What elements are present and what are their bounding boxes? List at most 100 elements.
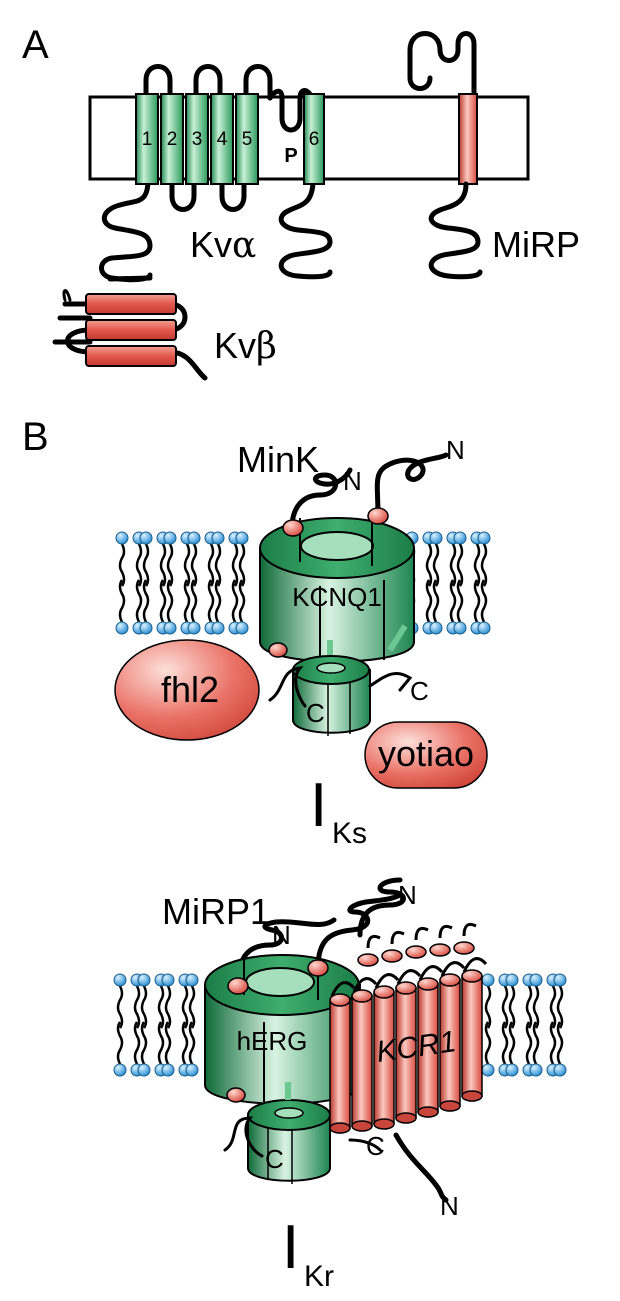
lipid-head — [529, 973, 543, 987]
lipid-tail — [480, 579, 488, 623]
lipid-head — [429, 531, 443, 545]
lipid-tail — [231, 543, 239, 587]
kcr1-helix-cap — [329, 993, 351, 1007]
lipid-tail — [425, 543, 433, 587]
lipid-tail — [549, 985, 557, 1029]
iks-c-terminus-outer: C — [410, 676, 429, 706]
lipid-tail — [207, 543, 215, 587]
lipid-head — [113, 1063, 127, 1077]
kcr1-n-terminus-bottom: N — [440, 1191, 459, 1221]
lipid-tail — [164, 1021, 172, 1065]
segment-3-label: 3 — [192, 129, 203, 150]
lipid-tail — [238, 543, 246, 587]
lipid-tail — [188, 985, 196, 1029]
fhl2-protein — [114, 639, 260, 741]
lipid-head — [235, 531, 249, 545]
lipid-head — [187, 621, 201, 635]
mirp-chain — [407, 31, 483, 280]
ikr-c-terminus-inner: C — [265, 1144, 284, 1174]
lipid-tail — [135, 543, 143, 587]
lipid-tail — [140, 985, 148, 1029]
kcr1-helix-cap — [405, 945, 427, 959]
kcr1-helix-cap — [357, 953, 379, 967]
lipid-tail — [183, 579, 191, 623]
segment-5-label: 5 — [242, 129, 253, 150]
mink-n-terminus-left: N — [343, 466, 362, 496]
ikr-current-label: I — [282, 1213, 299, 1282]
lipid-tail — [142, 579, 150, 623]
lipid-tail — [166, 579, 174, 623]
mink-label: MinK — [237, 439, 319, 480]
iks-c-terminus-inner: C — [306, 698, 325, 728]
lipid-head — [137, 973, 151, 987]
lipid-head — [505, 1063, 519, 1077]
kcr1-helix-cap — [461, 969, 483, 983]
lipid-tail — [549, 1021, 557, 1065]
lipid-head — [481, 1063, 495, 1077]
lipid-head — [453, 531, 467, 545]
kv-alpha-segments: 1 2 3 4 5 6 — [135, 93, 325, 185]
lipid-bilayer-right — [405, 531, 491, 635]
lipid-tail — [116, 1021, 124, 1065]
lipid-tail — [142, 543, 150, 587]
herg-pore — [245, 967, 315, 997]
kcr1-helix-cap — [373, 985, 395, 999]
lipid-head — [429, 621, 443, 635]
lipid-tail — [159, 543, 167, 587]
ikr-current-subscript: Kr — [304, 1260, 334, 1293]
lipid-tail — [456, 579, 464, 623]
lipid-tail — [556, 1021, 564, 1065]
fhl2-label: fhl2 — [161, 669, 219, 710]
lipid-head — [211, 621, 225, 635]
lipid-tail — [532, 985, 540, 1029]
segment-2-label: 2 — [167, 129, 178, 150]
lipid-tail — [432, 579, 440, 623]
mirp-label: MiRP — [492, 224, 580, 265]
mirp1-label: MiRP1 — [162, 891, 270, 932]
lipid-tail — [501, 1021, 509, 1065]
lipid-tail — [190, 543, 198, 587]
lipid-tail — [207, 579, 215, 623]
lipid-tail — [473, 579, 481, 623]
lipid-bilayer-right — [481, 973, 567, 1077]
lipid-head — [185, 973, 199, 987]
kv-beta-helix-3 — [85, 345, 177, 367]
iks-current-label: I — [310, 771, 327, 840]
lipid-tail — [508, 1021, 516, 1065]
pore-label: P — [284, 145, 297, 167]
lipid-tail — [425, 579, 433, 623]
lipid-tail — [231, 579, 239, 623]
yotiao-label: yotiao — [378, 733, 474, 774]
lipid-tail — [157, 1021, 165, 1065]
lipid-head — [481, 973, 495, 987]
herg-label: hERG — [237, 1026, 308, 1056]
lipid-head — [235, 621, 249, 635]
lipid-tail — [164, 985, 172, 1029]
lipid-tail — [118, 579, 126, 623]
lipid-tail — [484, 1021, 492, 1065]
mirp1-helix-top-1 — [227, 977, 249, 995]
mink-helix-bottom — [268, 642, 288, 658]
kcr1-helix-cap — [429, 943, 451, 957]
lipid-tail — [214, 543, 222, 587]
lipid-head — [137, 1063, 151, 1077]
lipid-tail — [183, 543, 191, 587]
lipid-tail — [133, 985, 141, 1029]
kcr1-helix — [461, 975, 483, 1097]
segment-5 — [235, 93, 259, 185]
kv-alpha-chain — [99, 64, 333, 283]
lipid-tail — [525, 1021, 533, 1065]
lipid-head — [211, 531, 225, 545]
iks-current-subscript: Ks — [332, 817, 367, 850]
lipid-tail — [157, 985, 165, 1029]
lipid-head — [115, 531, 129, 545]
segment-3 — [185, 93, 209, 185]
lipid-head — [161, 1063, 175, 1077]
lipid-tail — [449, 543, 457, 587]
kcr1-helix-cap — [417, 977, 439, 991]
kcr1-helix-cap — [351, 989, 373, 1003]
lipid-head — [139, 531, 153, 545]
lipid-head — [529, 1063, 543, 1077]
